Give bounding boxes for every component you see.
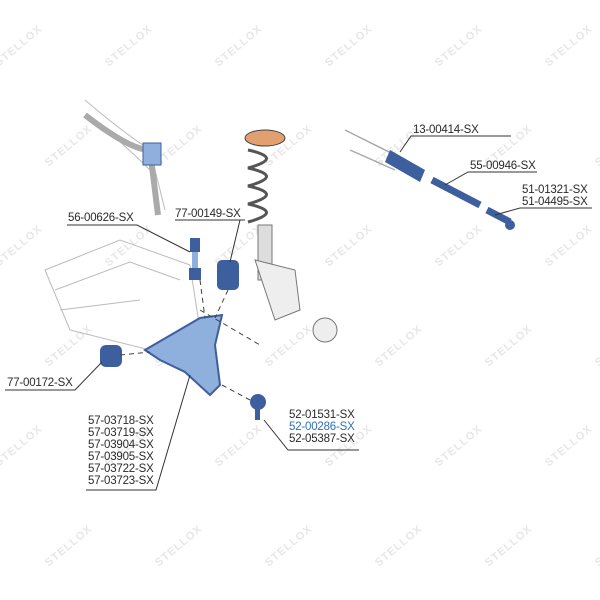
label-tie-rod-end-1[interactable]: 51-01321-SX [522, 184, 588, 196]
label-control-arm[interactable]: 57-03718-SX [88, 415, 154, 427]
label-bushing-rear[interactable]: 77-00149-SX [175, 208, 241, 220]
label-ball-joint-1[interactable]: 52-01531-SX [289, 409, 355, 421]
label-control-arm[interactable]: 57-03905-SX [88, 451, 154, 463]
label-control-arm[interactable]: 57-03722-SX [88, 463, 154, 475]
label-control-arm[interactable]: 57-03723-SX [88, 475, 154, 487]
control-arm [143, 313, 224, 397]
leader-lines [5, 135, 592, 491]
ball-joint-labels: 52-01531-SX 52-00286-SX 52-05387-SX [289, 409, 355, 445]
label-bushing-front[interactable]: 77-00172-SX [7, 377, 73, 389]
bushing-front [100, 345, 122, 367]
control-arm-labels: 57-03718-SX 57-03719-SX 57-03904-SX 57-0… [88, 415, 154, 487]
label-tie-rod-end-2[interactable]: 51-04495-SX [522, 196, 588, 208]
strut [244, 129, 338, 343]
label-stabilizer-link[interactable]: 56-00626-SX [68, 212, 134, 224]
ball-joint [250, 394, 266, 420]
bushing-rear [217, 260, 239, 290]
label-ball-joint-2-highlighted[interactable]: 52-00286-SX [289, 421, 355, 433]
steering-rack [344, 129, 515, 230]
label-steering-rack[interactable]: 13-00414-SX [413, 124, 479, 136]
label-ball-joint-3[interactable]: 52-05387-SX [289, 433, 355, 445]
label-control-arm[interactable]: 57-03904-SX [88, 439, 154, 451]
label-control-arm[interactable]: 57-03719-SX [88, 427, 154, 439]
stabilizer-bar [83, 112, 162, 216]
stabilizer-link [189, 238, 201, 280]
tie-rod-end-labels: 51-01321-SX 51-04495-SX [522, 184, 588, 208]
label-tie-rod[interactable]: 55-00946-SX [470, 160, 536, 172]
